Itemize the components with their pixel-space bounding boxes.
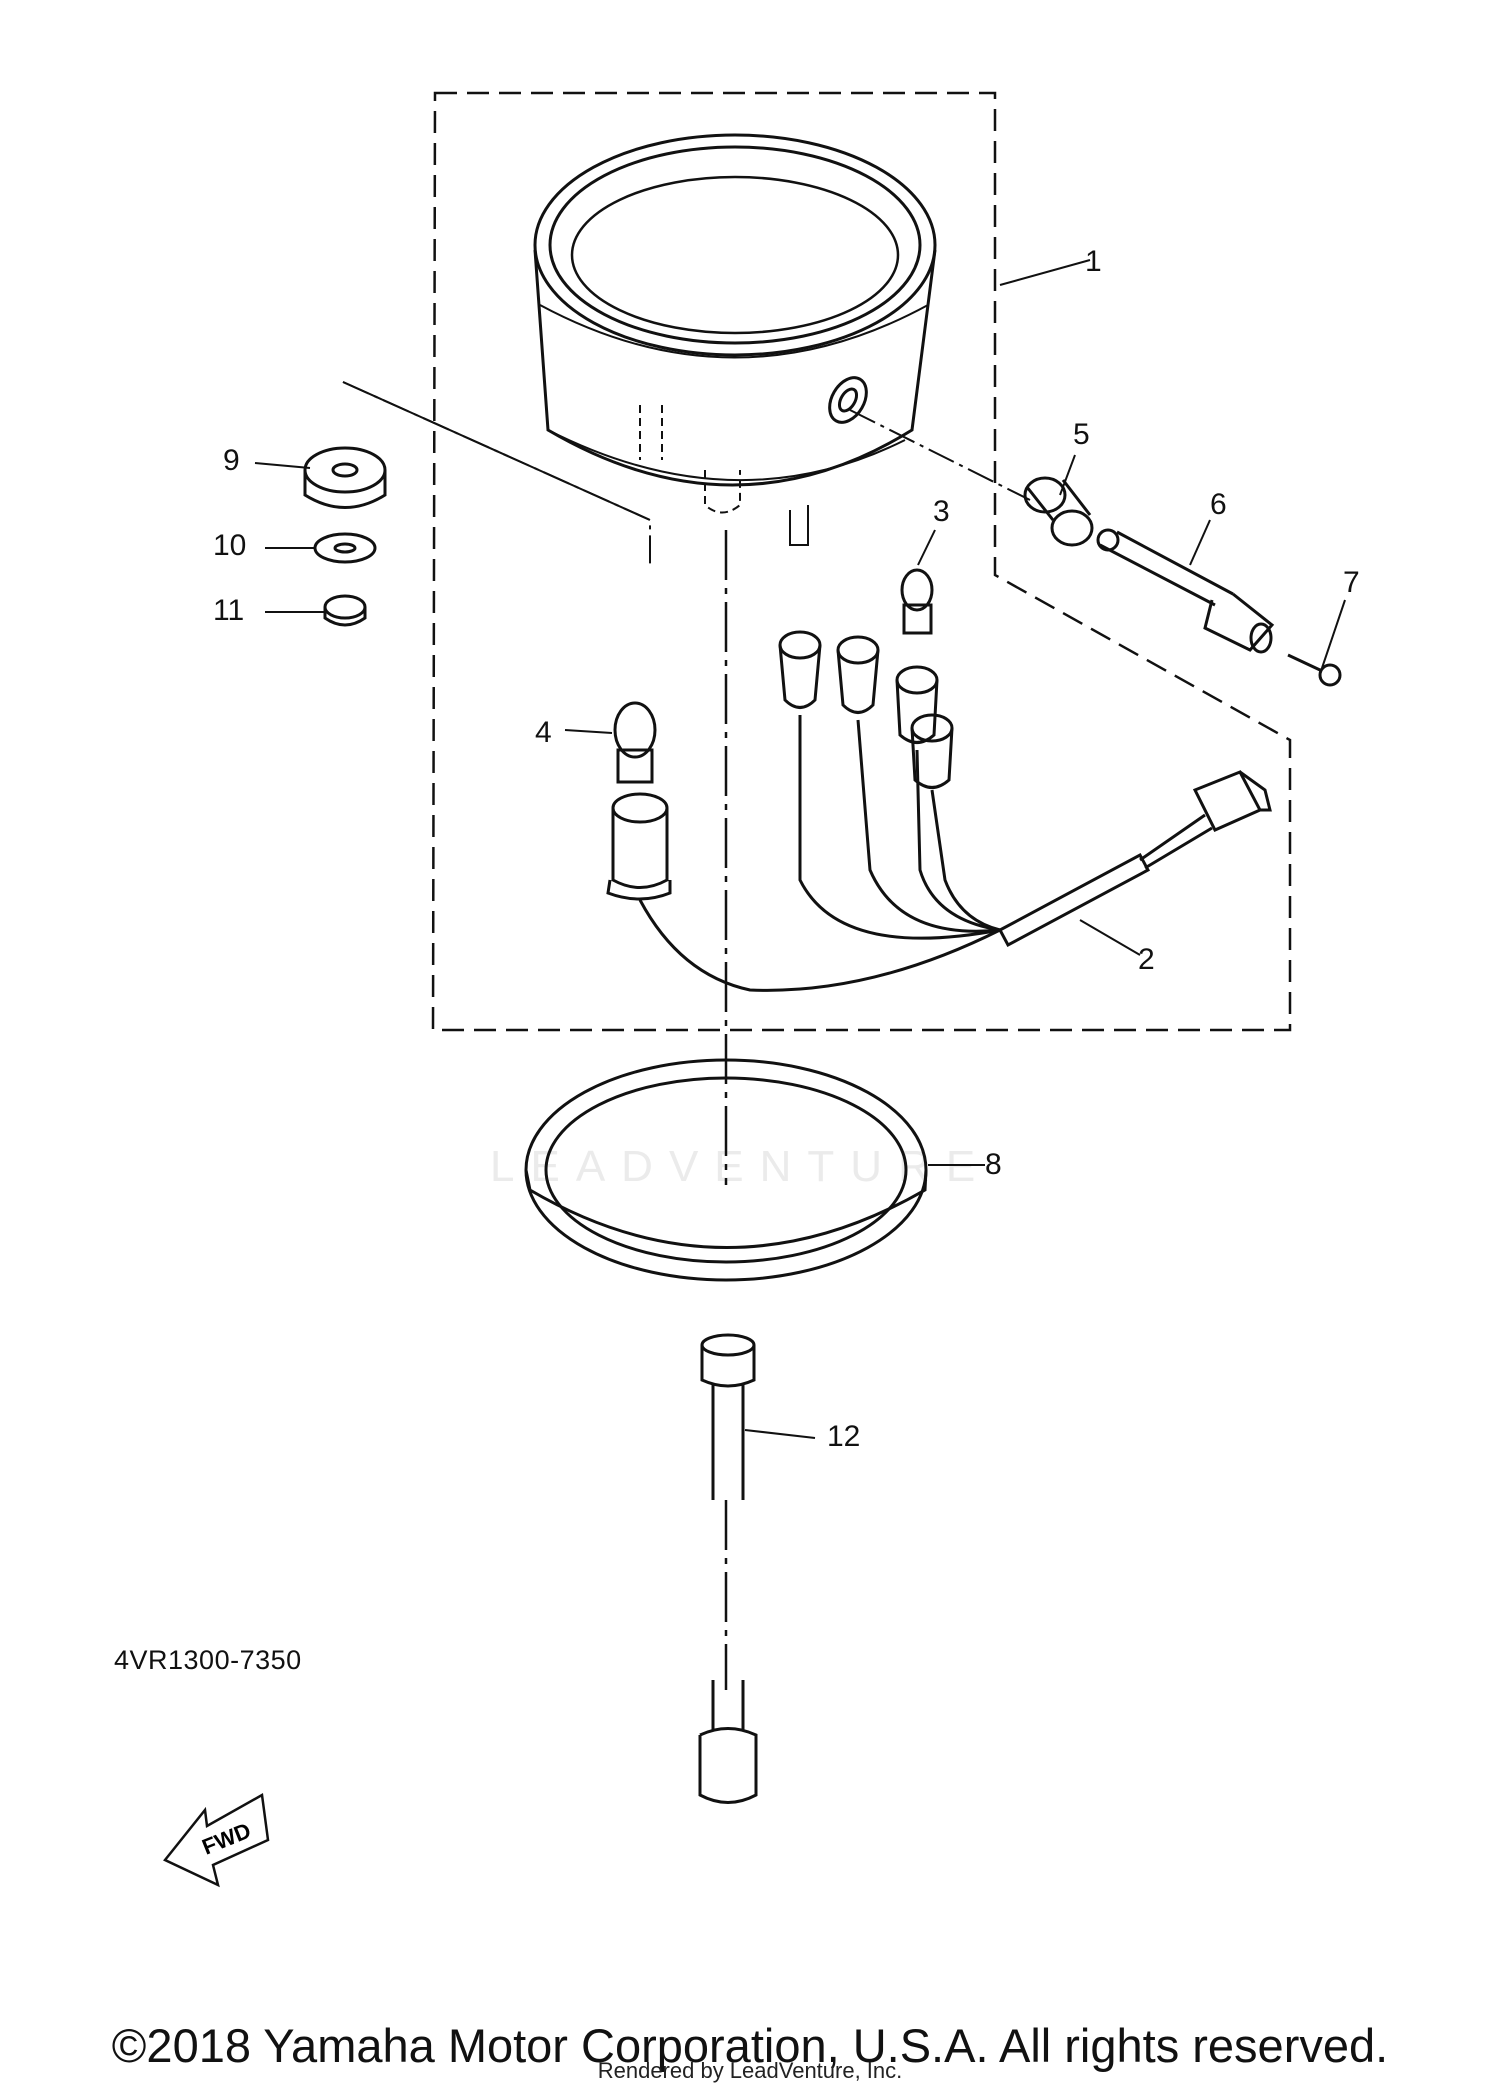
reset-knob-part (1096, 528, 1275, 654)
callout-3: 3 (933, 495, 950, 528)
watermark-text: LEADVENTURE (490, 1142, 992, 1191)
callout-12: 12 (827, 1420, 861, 1453)
diagram-code: 4VR1300-7350 (114, 1645, 302, 1675)
bezel-ring (524, 1058, 928, 1282)
callout-8: 8 (985, 1148, 1002, 1181)
collar-part (1023, 476, 1094, 547)
meter-cable (698, 1333, 758, 1804)
callout-5: 5 (1073, 418, 1090, 451)
callout-4: 4 (535, 716, 552, 749)
callout-9: 9 (223, 444, 240, 477)
callout-11: 11 (213, 594, 245, 627)
callout-10: 10 (213, 529, 247, 562)
callout-1: 1 (1085, 245, 1102, 278)
wire-harness (606, 630, 1272, 992)
screw-part (1287, 653, 1342, 687)
callout-2: 2 (1138, 943, 1155, 976)
rendered-by-text: Rendered by LeadVenture, Inc. (597, 2058, 903, 2083)
meter-housing (533, 133, 937, 546)
fwd-arrow-icon (163, 1793, 270, 1888)
washer-part (313, 532, 377, 564)
nut-part (323, 594, 367, 627)
grommet-part (303, 446, 387, 509)
copyright-text: ©2018 Yamaha Motor Corporation, U.S.A. A… (111, 2019, 1389, 2072)
assembly-boundary (431, 91, 1292, 1032)
callout-7: 7 (1343, 566, 1360, 599)
bulb-part-3 (900, 568, 934, 635)
callout-6: 6 (1210, 488, 1227, 521)
bulb-part-4 (613, 701, 657, 784)
